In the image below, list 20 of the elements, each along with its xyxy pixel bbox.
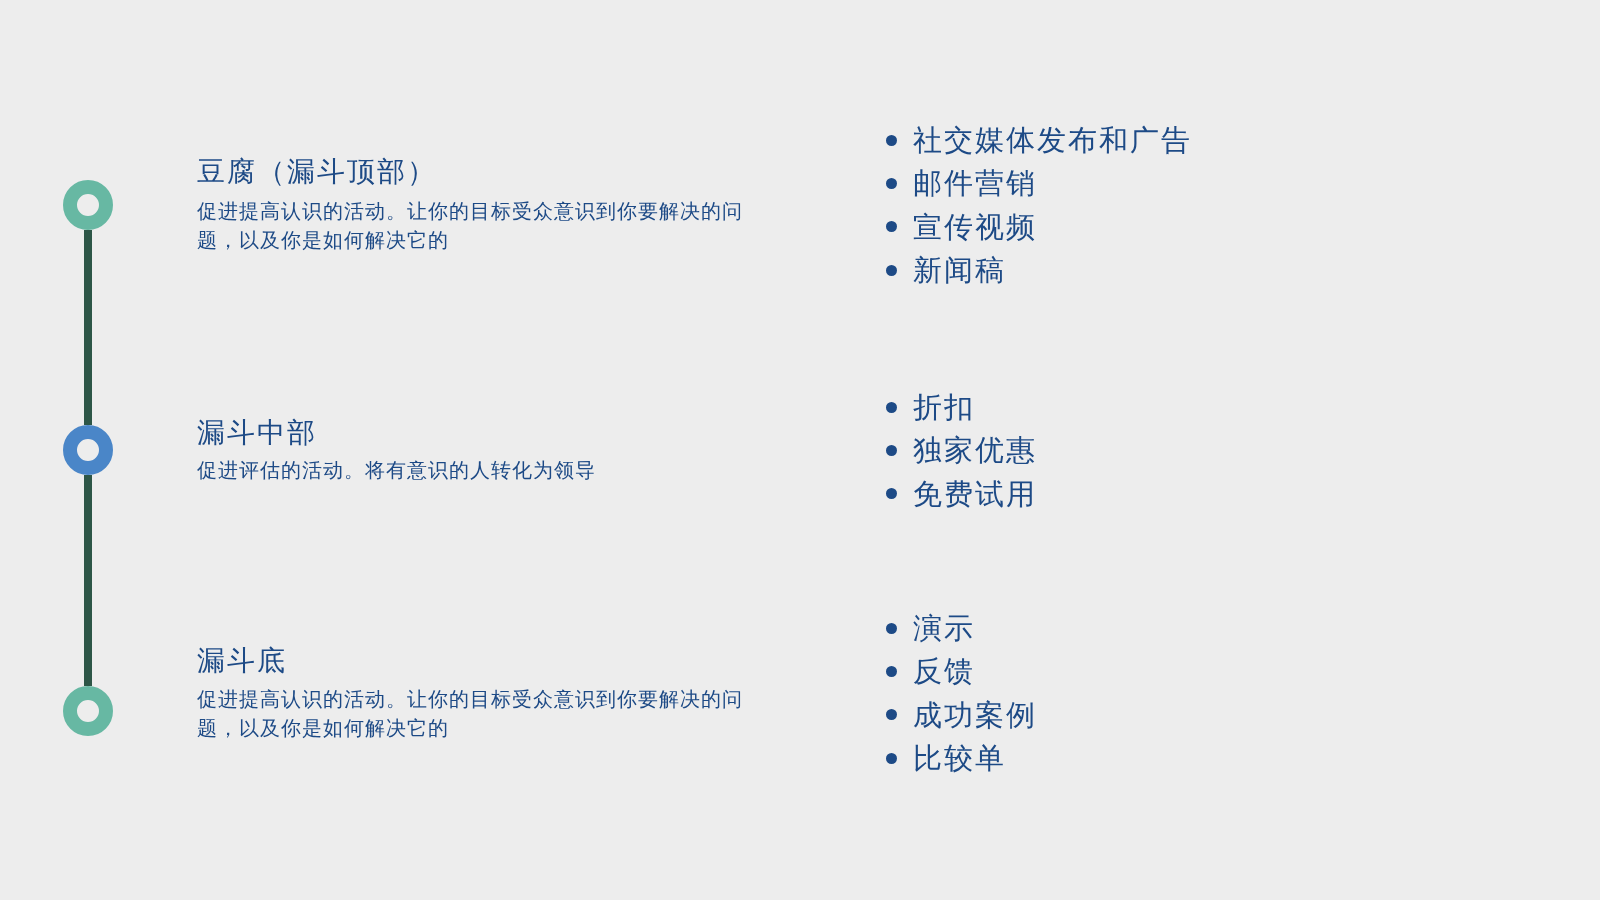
list-item: 反馈 (913, 653, 975, 691)
ring-marker (63, 425, 113, 475)
stage-description: 促进提高认识的活动。让你的目标受众意识到你要解决的问题，以及你是如何解决它的 (197, 686, 744, 742)
stage-description: 促进提高认识的活动。让你的目标受众意识到你要解决的问题，以及你是如何解决它的 (197, 198, 744, 254)
list-item: 免费试用 (913, 475, 1037, 513)
list-item: 独家优惠 (913, 432, 1037, 470)
list-item: 演示 (913, 610, 975, 647)
list-item: 成功案例 (913, 696, 1037, 734)
stage-heading: 漏斗中部 (197, 415, 317, 451)
list-item: 比较单 (913, 740, 1006, 778)
ring-marker (63, 180, 113, 230)
list-item: 折扣 (913, 389, 975, 426)
list-item: 新闻稿 (913, 252, 1006, 290)
list-item: 宣传视频 (913, 208, 1037, 246)
stage-heading: 豆腐（漏斗顶部） (197, 154, 437, 190)
stage-heading: 漏斗底 (197, 643, 287, 679)
stage-description: 促进评估的活动。将有意识的人转化为领导 (197, 457, 597, 484)
list-item: 社交媒体发布和广告 (913, 122, 1192, 159)
ring-marker (63, 686, 113, 736)
list-item: 邮件营销 (913, 165, 1037, 203)
